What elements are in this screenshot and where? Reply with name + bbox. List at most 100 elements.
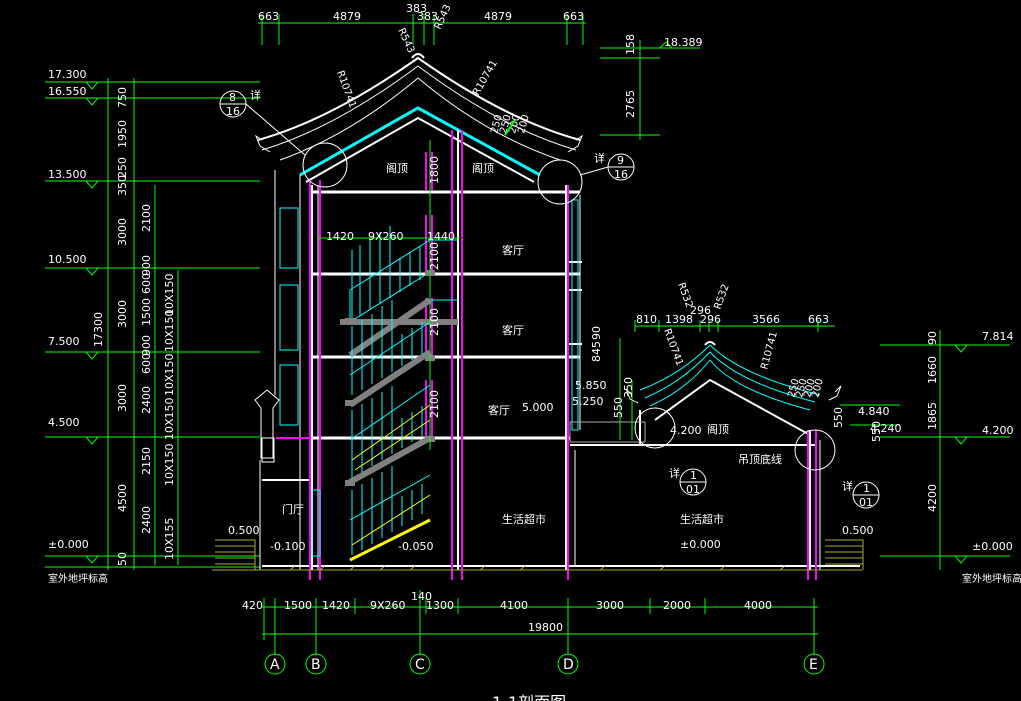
- room-attic-annex: 阁顶: [707, 422, 729, 436]
- detail-den-8: 16: [226, 105, 240, 118]
- left-el-0000: ±0.000: [48, 538, 89, 551]
- bottom-total: 19800: [528, 621, 563, 634]
- detail-num-1b: 1: [863, 482, 870, 495]
- bottom-dim-2000: 2000: [663, 599, 691, 612]
- left-dim-b-1: 900: [140, 255, 153, 276]
- left-dim-a-6: 3000: [116, 384, 129, 412]
- annex-small-0: 250: [786, 377, 802, 398]
- detail-circles: [219, 90, 880, 509]
- top-dim-0: 663: [258, 10, 279, 23]
- bottom-dimension-chain: [262, 590, 818, 655]
- annex-roof: [625, 341, 842, 436]
- left-dim-a-2: 250: [116, 157, 129, 178]
- left-dim-b-4: 900: [140, 335, 153, 356]
- level-0500-left: 0.500: [228, 524, 260, 537]
- left-dim-c-2: 10X150: [163, 353, 176, 396]
- annex-dim-2: 296: [690, 304, 711, 317]
- annex-dim-1: 1398: [665, 313, 693, 326]
- stair-dim-lines: [318, 140, 460, 450]
- main-roof-small-0: 250: [489, 113, 505, 134]
- annex-vert-550c: 550: [870, 421, 883, 442]
- right-dim-1660: 1660: [926, 356, 939, 384]
- left-dim-b-0: 2100: [140, 204, 153, 232]
- stair-vert-0: 2100: [428, 242, 441, 270]
- detail-word-8: 详: [250, 88, 261, 102]
- left-elevation-lines: [45, 78, 260, 570]
- detail-num-9: 9: [617, 154, 624, 167]
- detail-word-1b: 详: [842, 479, 853, 493]
- left-dim-c-1: 10X150: [163, 309, 176, 352]
- detail-word-1a: 详: [669, 466, 680, 480]
- right-dim-1865: 1865: [926, 402, 939, 430]
- main-roof-small-3: 200: [516, 113, 532, 134]
- annex-vert-845: 845: [590, 341, 603, 362]
- main-roof-small-1: 250: [498, 113, 514, 134]
- annex-small-3: 200: [810, 377, 826, 398]
- annex-vert-350: 350: [622, 377, 635, 398]
- detail-word-9: 详: [594, 151, 605, 165]
- ground-label-right: 室外地坪标高: [962, 572, 1021, 585]
- left-dim-c-5: 10X155: [163, 517, 176, 560]
- left-dim-a-8: 50: [116, 552, 129, 566]
- entrance-pillar: [254, 389, 280, 463]
- room-hall: 门厅: [282, 502, 304, 516]
- left-dim-a-5: 3000: [116, 300, 129, 328]
- bottom-dim-1300: 1300: [426, 599, 454, 612]
- level-4840: 4.840: [858, 405, 890, 418]
- left-dim-a-3: 350: [116, 175, 129, 196]
- left-el-7500: 7.500: [48, 335, 80, 348]
- right-dim-90: 90: [926, 331, 939, 345]
- left-dim-c-0: 10X150: [163, 273, 176, 316]
- axis-label-b: B: [311, 657, 321, 673]
- right-el-4200: 4.200: [982, 424, 1014, 437]
- window-frames: [279, 199, 579, 557]
- left-dim-a-4: 3000: [116, 218, 129, 246]
- bottom-dim-9x260: 9X260: [370, 599, 406, 612]
- annex-dim-4: 3566: [752, 313, 780, 326]
- left-el-4500: 4.500: [48, 416, 80, 429]
- bottom-dim-3000: 3000: [596, 599, 624, 612]
- left-el-17300: 17.300: [48, 68, 87, 81]
- left-dim-c-4: 10X150: [163, 443, 176, 486]
- ground-label-left: 室外地坪标高: [48, 572, 108, 585]
- annex-dim-0: 810: [636, 313, 657, 326]
- right-dim-4200: 4200: [926, 484, 939, 512]
- stair-dim-2: 1440: [427, 230, 455, 243]
- left-dim-a-1: 1950: [116, 120, 129, 148]
- main-roof-small-2: 200: [507, 113, 523, 134]
- axis-label-e: E: [809, 657, 818, 673]
- stairs: [340, 226, 458, 562]
- room-market-1: 生活超市: [502, 512, 546, 526]
- stair-dim-0: 1420: [326, 230, 354, 243]
- ridge-dimension: [600, 40, 700, 140]
- level-m0050: -0.050: [398, 540, 433, 553]
- detail-num-1a: 1: [690, 469, 697, 482]
- detail-den-9: 16: [614, 168, 628, 181]
- left-dim-a-0: 750: [116, 87, 129, 108]
- room-living-1: 客厅: [488, 403, 510, 417]
- room-attic-left: 阁顶: [386, 161, 408, 175]
- bottom-dim-140: 140: [411, 590, 432, 603]
- left-dim-b-5: 600: [140, 353, 153, 374]
- axis-label-d: D: [563, 657, 574, 673]
- level-5000: 5.000: [522, 401, 554, 414]
- detail-den-1b: 01: [859, 496, 873, 509]
- left-dim-a-7: 4500: [116, 484, 129, 512]
- left-dim-b-7: 2150: [140, 447, 153, 475]
- bottom-dim-4000: 4000: [744, 599, 772, 612]
- annex-vert-550a: 550: [612, 397, 625, 418]
- left-total: 17300: [92, 312, 105, 347]
- room-living-3: 客厅: [502, 243, 524, 257]
- ridge-dim-158: 158: [624, 34, 637, 55]
- stair-vert-3: 1800: [428, 156, 441, 184]
- ridge-dim-2765: 2765: [624, 90, 637, 118]
- top-dim-2: 383: [406, 2, 427, 15]
- level-5850: 5.850: [575, 379, 607, 392]
- left-dim-b-6: 2400: [140, 386, 153, 414]
- axis-label-c: C: [415, 657, 425, 673]
- top-dim-5: 663: [563, 10, 584, 23]
- top-dim-1: 4879: [333, 10, 361, 23]
- annex-vert-550b: 550: [832, 407, 845, 428]
- level-0500-right: 0.500: [842, 524, 874, 537]
